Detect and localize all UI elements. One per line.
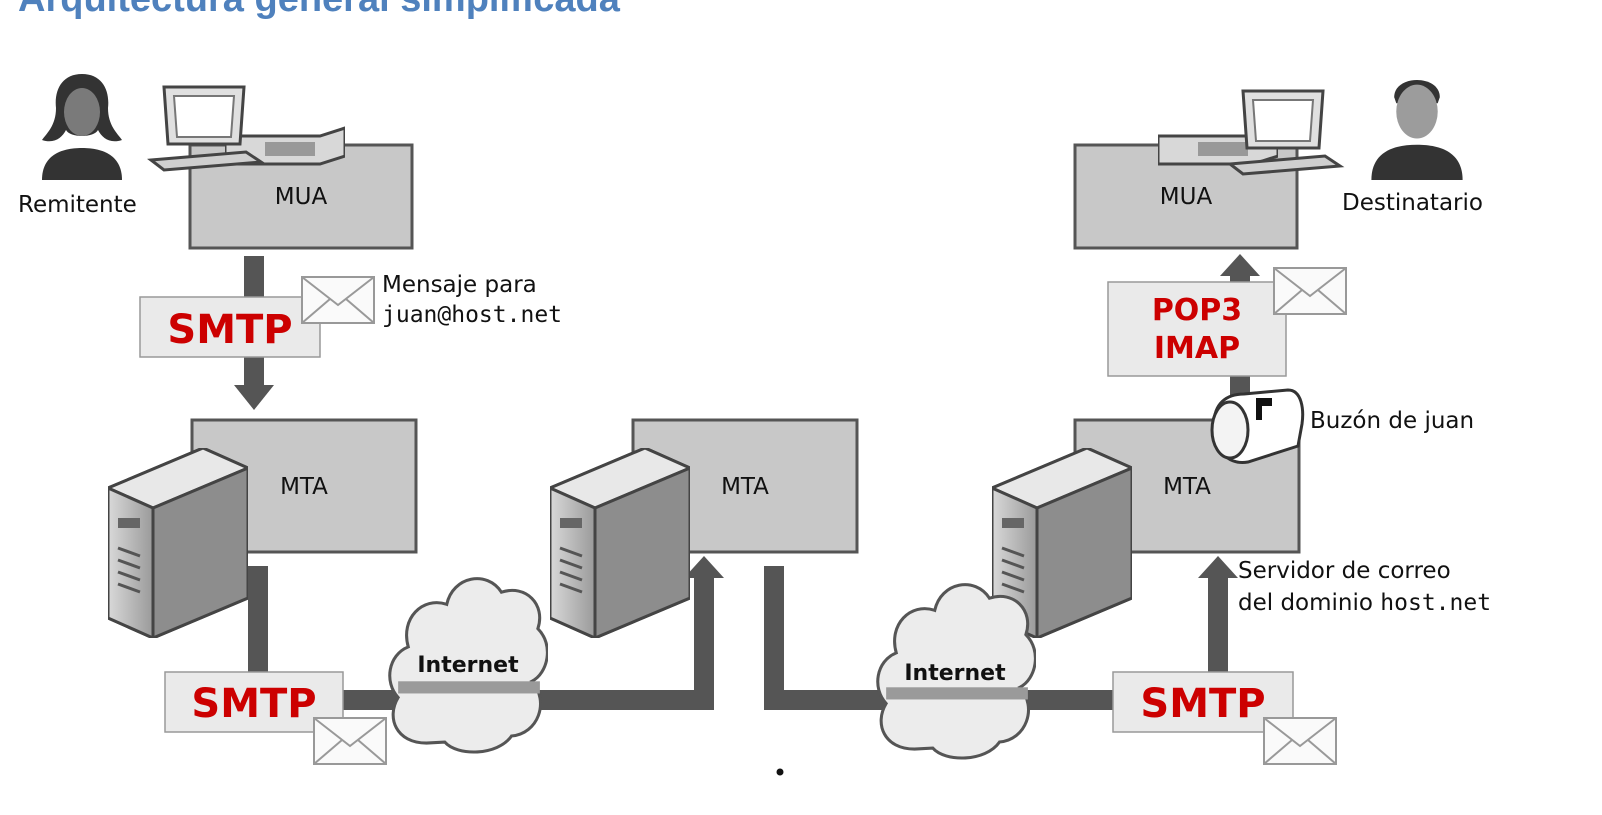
mta-middle-label: MTA: [721, 474, 769, 500]
sender-label: Remitente: [18, 192, 137, 218]
server-label-domain: host.net: [1380, 590, 1491, 616]
bullet-dot: [776, 768, 784, 776]
mailbox-icon: [1210, 388, 1305, 464]
receiver-laptop-icon: [1228, 89, 1342, 176]
receiver-person-icon: [1371, 79, 1463, 180]
smtp-left-badge: SMTP: [164, 671, 344, 733]
server-left-icon: [108, 448, 248, 638]
mta-right-label: MTA: [1163, 474, 1211, 500]
page-title: Arquitectura general simplificada: [18, 0, 620, 21]
imap-label: IMAP: [1154, 331, 1240, 366]
smtp-right-label: SMTP: [1140, 681, 1265, 727]
sender-laptop-icon: [149, 85, 263, 172]
receiver-mua-label: MUA: [1160, 184, 1213, 210]
pop3-label: POP3: [1152, 293, 1242, 328]
smtp-top-label: SMTP: [167, 307, 292, 353]
envelope-left-icon: [313, 717, 387, 765]
smtp-top-badge: SMTP: [139, 296, 321, 358]
internet-right-label: Internet: [904, 661, 1006, 686]
server-label-line2: del dominio host.net: [1238, 590, 1491, 616]
envelope-right-icon: [1263, 717, 1337, 765]
mta-left-label: MTA: [280, 474, 328, 500]
internet-left-label: Internet: [417, 653, 519, 678]
mailbox-label: Buzón de juan: [1310, 408, 1474, 434]
receiver-label: Destinatario: [1342, 190, 1483, 216]
pop3-imap-badge: POP3 IMAP: [1107, 281, 1287, 377]
envelope-receiver-icon: [1273, 267, 1347, 315]
server-label-line1: Servidor de correo: [1238, 558, 1451, 584]
server-middle-icon: [550, 448, 690, 638]
sender-mua-label: MUA: [275, 184, 328, 210]
message-label-line2: juan@host.net: [382, 302, 562, 328]
envelope-top-icon: [301, 276, 375, 324]
smtp-left-label: SMTP: [191, 681, 316, 727]
server-label-prefix: del dominio: [1238, 590, 1380, 616]
sender-person-icon: [42, 74, 122, 180]
message-label-line1: Mensaje para: [382, 272, 537, 298]
